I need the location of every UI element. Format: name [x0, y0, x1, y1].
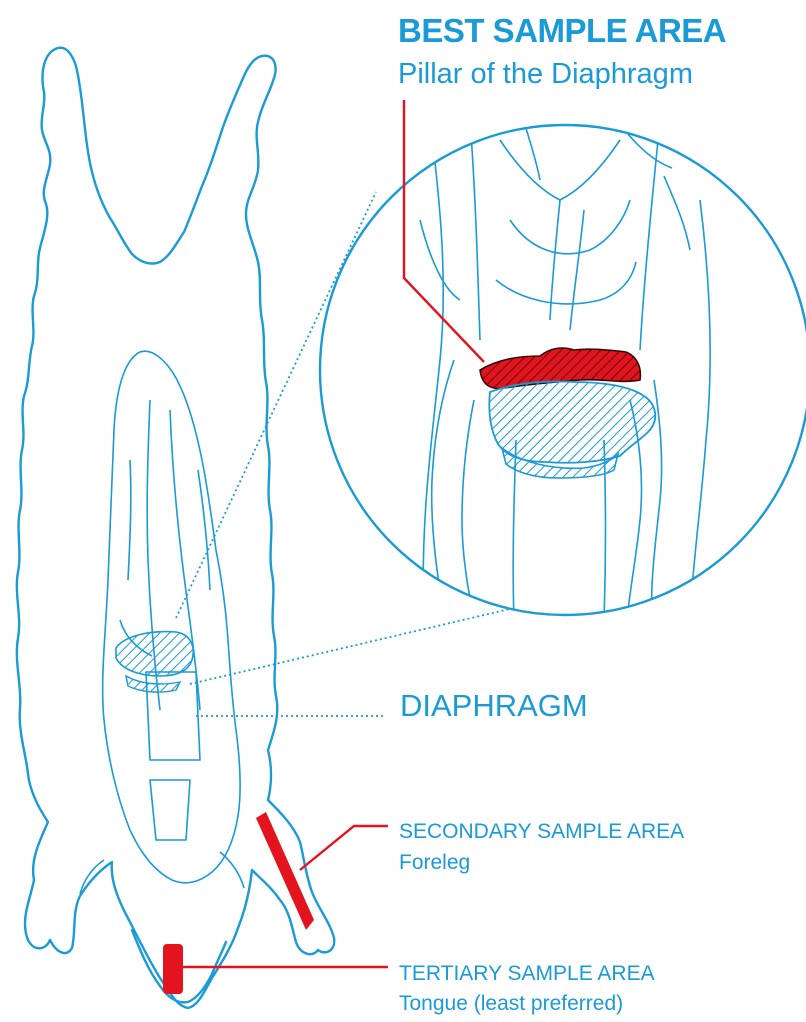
tongue-sample: [163, 944, 183, 994]
best-sample-area-title: BEST SAMPLE AREA: [398, 12, 726, 50]
secondary-sample-area-title: SECONDARY SAMPLE AREA: [399, 820, 684, 844]
body-cavity: [80, 351, 244, 894]
tertiary-sample-area-subtitle: Tongue (least preferred): [399, 992, 623, 1016]
diaphragm-small-band: [126, 676, 180, 692]
tertiary-sample-area-title: TERTIARY SAMPLE AREA: [399, 962, 655, 986]
best-sample-area-subtitle: Pillar of the Diaphragm: [398, 58, 693, 91]
secondary-sample-area-subtitle: Foreleg: [399, 851, 470, 875]
secondary-leader-line: [300, 826, 388, 870]
diaphragm-small: [116, 632, 193, 676]
diaphragm-label: DIAPHRAGM: [400, 688, 588, 724]
